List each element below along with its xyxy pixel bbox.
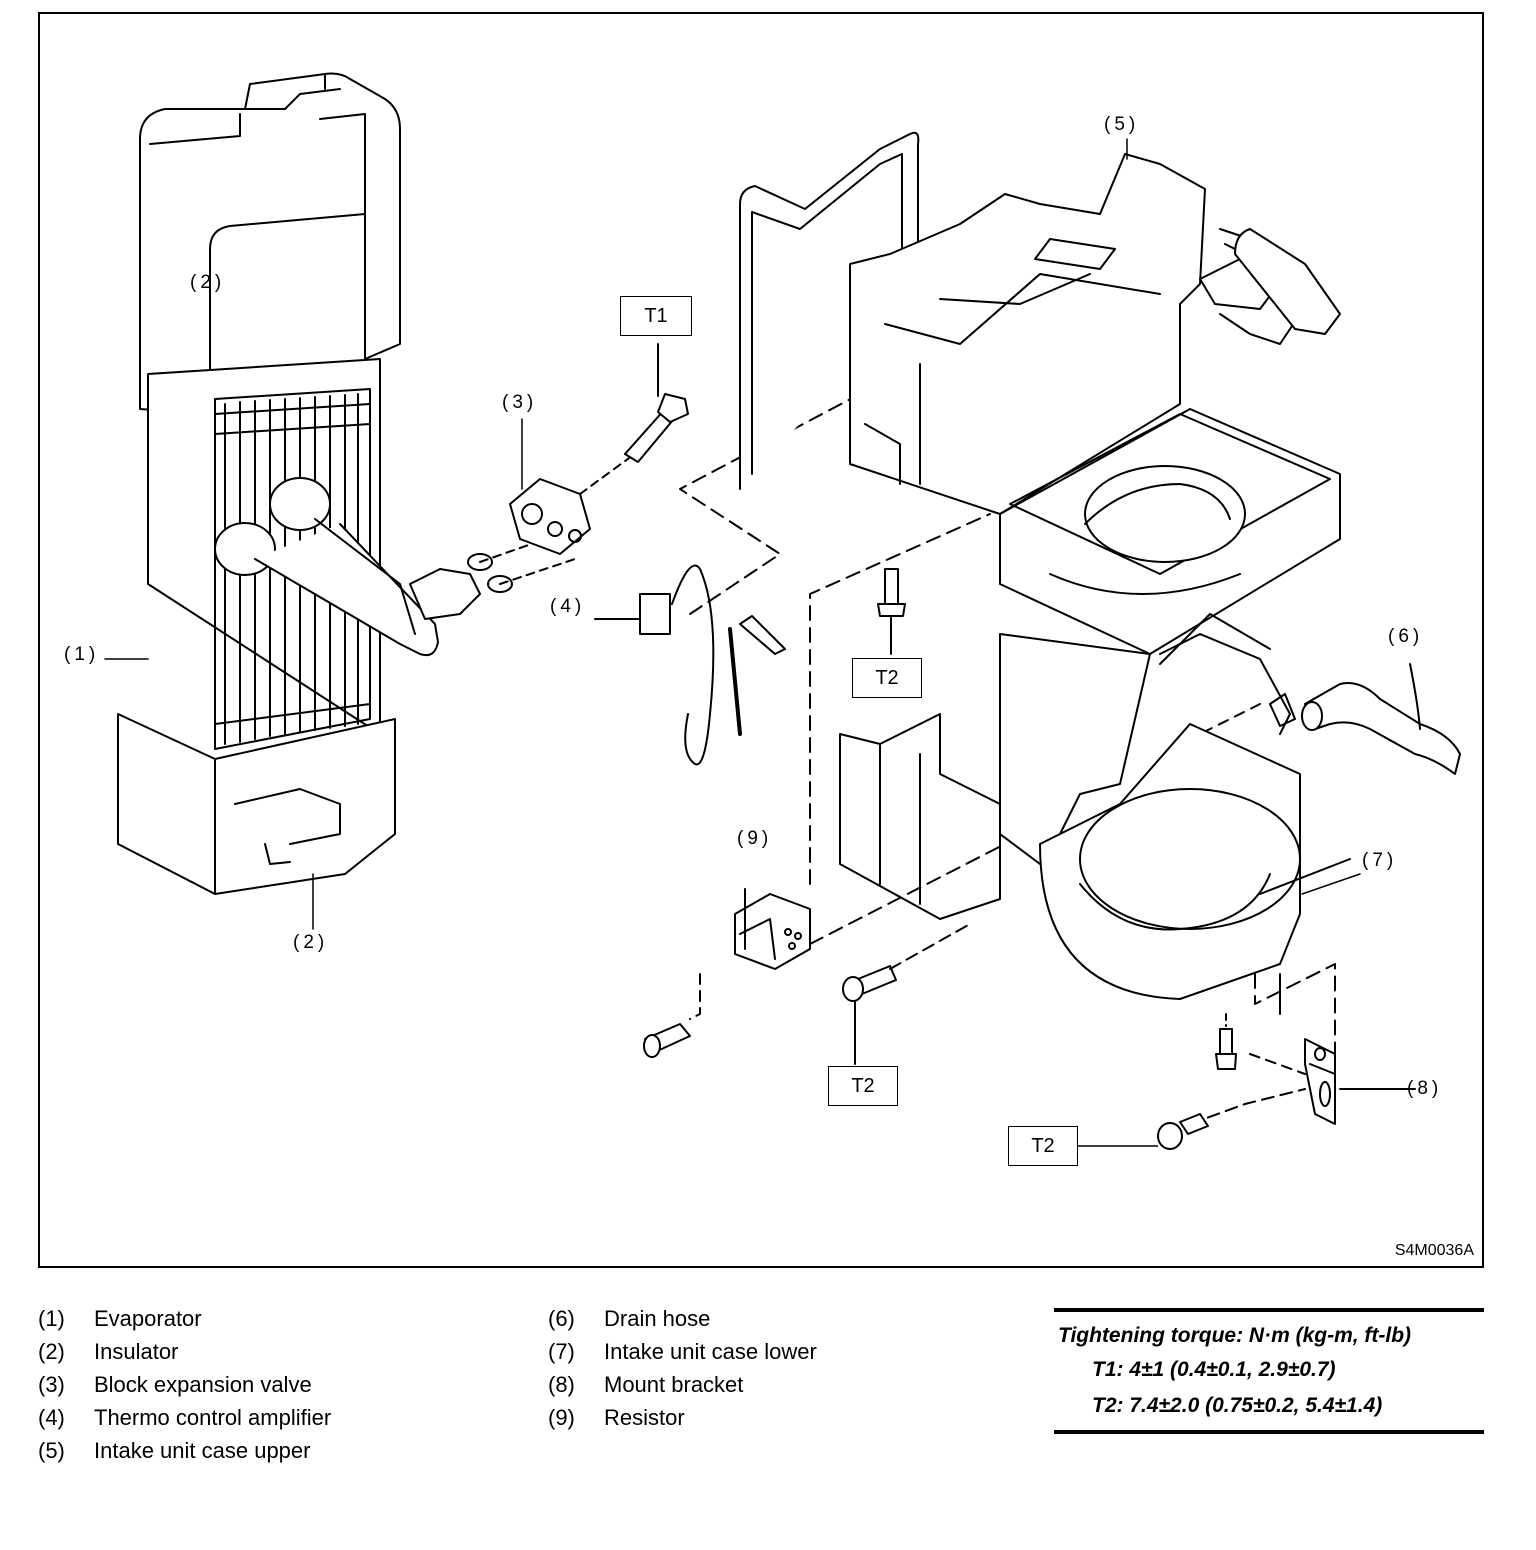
legend-name: Drain hose xyxy=(604,1306,711,1331)
callout-5: (5) xyxy=(1104,114,1140,135)
torque-box-t1: T1 xyxy=(620,296,692,336)
legend-name: Mount bracket xyxy=(604,1372,744,1397)
legend-item: (1) Evaporator xyxy=(38,1306,331,1339)
expansion-valve-drawing xyxy=(509,438,656,555)
legend-number: (3) xyxy=(38,1372,65,1397)
legend-item: (3) Block expansion valve xyxy=(38,1372,331,1405)
mount-bracket-drawing xyxy=(1157,963,1416,1150)
legend-left: (1) Evaporator (2) Insulator (3) Block expa… xyxy=(38,1306,331,1471)
legend-name: Resistor xyxy=(604,1405,685,1430)
legend-name: Block expansion valve xyxy=(94,1372,312,1397)
callout-2-bottom: (2) xyxy=(293,932,329,953)
legend-right: (6)Drain hose (7)Intake unit case lower … xyxy=(548,1306,817,1438)
legend-item: (6) Drain hose xyxy=(548,1306,817,1339)
leader-lines xyxy=(104,138,1361,930)
legend-number: (9) xyxy=(548,1405,575,1430)
callout-1: (1) xyxy=(64,644,100,665)
legend-item: (5) Intake unit case upper xyxy=(38,1438,331,1471)
legend-number: (5) xyxy=(38,1438,65,1463)
exploded-diagram: (2) (1) (2) (3) (4) (5) (6) (7) (8) (9) … xyxy=(38,12,1484,1268)
torque-box-t2-right: T2 xyxy=(1008,1126,1078,1166)
t2-screw-middle-drawing xyxy=(842,923,971,1065)
torque-box-t2-middle: T2 xyxy=(828,1066,898,1106)
callout-7: (7) xyxy=(1362,850,1398,871)
legend-item: (9) Resistor xyxy=(548,1405,817,1438)
legend-number: (4) xyxy=(38,1405,65,1430)
callout-6: (6) xyxy=(1388,626,1424,647)
legend-number: (8) xyxy=(548,1372,575,1397)
callout-3: (3) xyxy=(502,392,538,413)
torque-table-t1: T1: 4±1 (0.4±0.1, 2.9±0.7) xyxy=(1092,1358,1336,1381)
tightening-torque-table: Tightening torque: N·m (kg-m, ft-lb) T1:… xyxy=(1054,1308,1484,1434)
legend-item: (4) Thermo control amplifier xyxy=(38,1405,331,1438)
legend-name: Evaporator xyxy=(94,1306,202,1331)
legend-item: (7) Intake unit case lower xyxy=(548,1339,817,1372)
legend-number: (6) xyxy=(548,1306,575,1331)
legend-name: Intake unit case upper xyxy=(94,1438,311,1463)
legend-name: Insulator xyxy=(94,1339,179,1364)
torque-table-t2: T2: 7.4±2.0 (0.75±0.2, 5.4±1.4) xyxy=(1092,1394,1383,1417)
legend-number: (2) xyxy=(38,1339,65,1364)
t2-screw-top-drawing xyxy=(877,568,906,655)
t1-bolt-drawing xyxy=(624,343,689,463)
legend-item: (8) Mount bracket xyxy=(548,1372,817,1405)
legend-name: Intake unit case lower xyxy=(604,1339,817,1364)
legend-name: Thermo control amplifier xyxy=(94,1405,332,1430)
intake-case-upper-drawing xyxy=(739,131,1341,655)
legend-number: (1) xyxy=(38,1306,65,1331)
torque-box-t2-top: T2 xyxy=(852,658,922,698)
legend-number: (7) xyxy=(548,1339,575,1364)
resistor-drawing xyxy=(643,513,1006,1058)
legend-item: (2) Insulator xyxy=(38,1339,331,1372)
callout-4: (4) xyxy=(550,596,586,617)
callout-9: (9) xyxy=(737,828,773,849)
figure-id: S4M0036A xyxy=(1394,1242,1474,1259)
evaporator-drawing xyxy=(117,72,439,895)
torque-table-heading: Tightening torque: N·m (kg-m, ft-lb) xyxy=(1058,1324,1412,1347)
callout-2-top: (2) xyxy=(190,272,226,293)
callout-8: (8) xyxy=(1407,1078,1443,1099)
